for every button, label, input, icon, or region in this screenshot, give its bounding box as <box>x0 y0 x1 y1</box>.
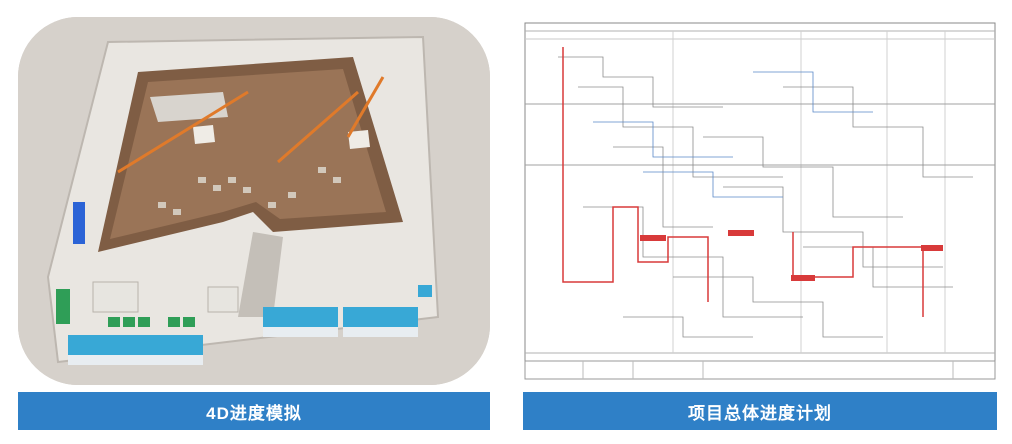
site-3d-illustration <box>18 17 490 385</box>
schedule-chart-illustration <box>523 17 997 383</box>
schedule-network-diagram <box>523 17 997 383</box>
simulation-caption: 4D进度模拟 <box>18 392 490 430</box>
master-schedule-caption: 项目总体进度计划 <box>523 392 997 430</box>
construction-site-render <box>18 17 490 385</box>
